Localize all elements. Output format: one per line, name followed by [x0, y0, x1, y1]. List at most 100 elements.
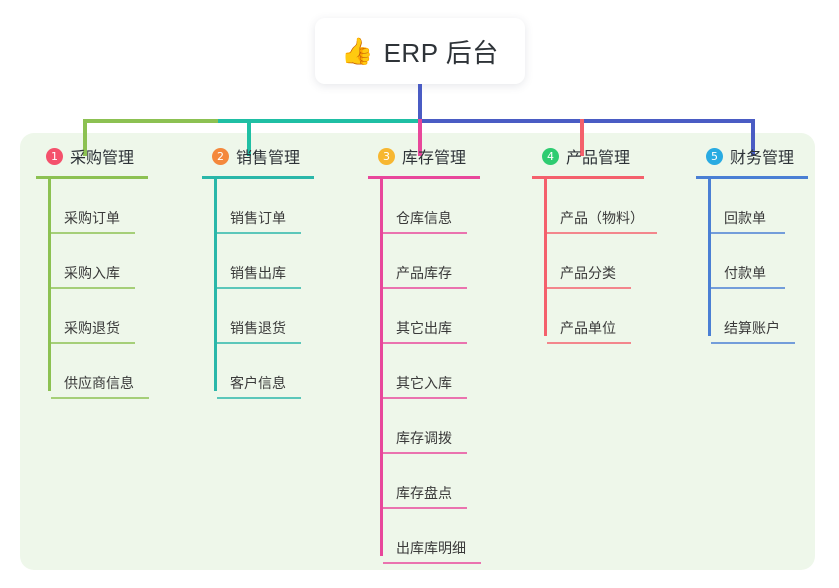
list-item-rule: [383, 342, 467, 344]
column-spine-finance: [708, 179, 711, 336]
list-item-label: 销售出库: [230, 265, 286, 281]
column-spine-purchase: [48, 179, 51, 391]
column-spine-inventory: [380, 179, 383, 556]
list-item-label: 客户信息: [230, 375, 286, 391]
list-item-rule: [51, 342, 135, 344]
column-title-inventory: 库存管理: [402, 150, 467, 167]
column-finance: 5 财务管理回款单付款单结算账户: [696, 143, 808, 344]
list-item[interactable]: 回款单: [708, 179, 808, 234]
column-title-sales: 销售管理: [236, 150, 301, 167]
column-rule-sales: [202, 176, 314, 179]
list-item-label: 库存调拨: [396, 430, 452, 446]
list-item-rule: [383, 562, 481, 564]
list-item[interactable]: 库存盘点: [380, 454, 481, 509]
column-title-purchase: 采购管理: [70, 150, 135, 167]
column-title-finance: 财务管理: [730, 150, 795, 167]
list-item[interactable]: 产品单位: [544, 289, 657, 344]
list-item[interactable]: 其它出库: [380, 289, 481, 344]
list-item-rule: [711, 287, 785, 289]
list-item-rule: [51, 397, 149, 399]
list-item-rule: [383, 452, 467, 454]
column-header-purchase[interactable]: 1 采购管理: [36, 143, 149, 169]
list-item-label: 产品单位: [560, 320, 616, 336]
drop-purchase: [83, 119, 87, 156]
column-product: 4 产品管理产品（物料） 产品分类产品单位: [532, 143, 657, 344]
column-badge-product: 4: [542, 147, 559, 165]
root-node-title: ERP 后台: [383, 37, 499, 68]
column-badge-sales: 2: [212, 147, 229, 165]
list-item[interactable]: 供应商信息: [48, 344, 149, 399]
list-item[interactable]: 产品（物料）: [544, 179, 657, 234]
drop-inventory: [418, 119, 422, 156]
segment-green: [83, 119, 218, 123]
column-header-product[interactable]: 4 产品管理: [532, 143, 657, 169]
column-items-sales: 销售订单销售出库销售退货客户信息: [214, 179, 314, 399]
list-item[interactable]: 产品库存: [380, 234, 481, 289]
column-items-purchase: 采购订单采购入库采购退货供应商信息: [48, 179, 149, 399]
list-item-rule: [547, 287, 631, 289]
drop-sales: [247, 119, 251, 156]
list-item-label: 付款单: [724, 265, 766, 281]
column-purchase: 1 采购管理采购订单采购入库采购退货供应商信息: [36, 143, 149, 399]
column-rule-finance: [696, 176, 808, 179]
segment-teal: [218, 119, 420, 123]
list-item[interactable]: 客户信息: [214, 344, 314, 399]
list-item[interactable]: 采购订单: [48, 179, 149, 234]
list-item-label: 采购订单: [64, 210, 120, 226]
list-item[interactable]: 采购入库: [48, 234, 149, 289]
column-header-inventory[interactable]: 3 库存管理: [368, 143, 481, 169]
root-node[interactable]: 👍 ERP 后台: [315, 18, 525, 84]
list-item[interactable]: 结算账户: [708, 289, 808, 344]
list-item[interactable]: 出库库明细: [380, 509, 481, 564]
list-item-label: 采购退货: [64, 320, 120, 336]
column-items-product: 产品（物料） 产品分类产品单位: [544, 179, 657, 344]
list-item-label: 销售订单: [230, 210, 286, 226]
list-item-rule: [217, 397, 301, 399]
list-item-label: 产品分类: [560, 265, 616, 281]
list-item-label: 库存盘点: [396, 485, 452, 501]
segment-blue: [420, 119, 754, 123]
column-spine-product: [544, 179, 547, 336]
list-item-rule: [217, 342, 301, 344]
list-item[interactable]: 付款单: [708, 234, 808, 289]
list-item[interactable]: 其它入库: [380, 344, 481, 399]
column-rule-purchase: [36, 176, 148, 179]
list-item[interactable]: 采购退货: [48, 289, 149, 344]
column-header-sales[interactable]: 2 销售管理: [202, 143, 314, 169]
thumbs-up-icon: 👍: [341, 36, 374, 66]
column-badge-purchase: 1: [46, 147, 63, 165]
column-title-product: 产品管理: [566, 150, 631, 167]
column-items-finance: 回款单付款单结算账户: [708, 179, 808, 344]
list-item-rule: [383, 507, 467, 509]
column-items-inventory: 仓库信息产品库存其它出库其它入库库存调拨库存盘点出库库明细: [380, 179, 481, 564]
list-item-label: 产品库存: [396, 265, 452, 281]
list-item-rule: [217, 287, 301, 289]
list-item-label: 仓库信息: [396, 210, 452, 226]
list-item-rule: [711, 232, 785, 234]
list-item[interactable]: 仓库信息: [380, 179, 481, 234]
list-item-label: 其它入库: [396, 375, 452, 391]
list-item[interactable]: 销售订单: [214, 179, 314, 234]
list-item-label: 出库库明细: [396, 540, 466, 556]
list-item-label: 结算账户: [724, 320, 780, 336]
list-item-rule: [51, 232, 135, 234]
column-badge-finance: 5: [706, 147, 723, 165]
list-item[interactable]: 销售出库: [214, 234, 314, 289]
column-rule-inventory: [368, 176, 480, 179]
list-item-rule: [51, 287, 135, 289]
list-item-label: 其它出库: [396, 320, 452, 336]
column-header-finance[interactable]: 5 财务管理: [696, 143, 808, 169]
root-stem-connector: [418, 84, 422, 122]
list-item-rule: [217, 232, 301, 234]
list-item[interactable]: 销售退货: [214, 289, 314, 344]
list-item-rule: [383, 287, 467, 289]
column-rule-product: [532, 176, 644, 179]
list-item-label: 产品（物料）: [560, 210, 644, 226]
column-badge-inventory: 3: [378, 147, 395, 165]
list-item[interactable]: 库存调拨: [380, 399, 481, 454]
list-item-label: 销售退货: [230, 320, 286, 336]
list-item[interactable]: 产品分类: [544, 234, 657, 289]
column-inventory: 3 库存管理仓库信息产品库存其它出库其它入库库存调拨库存盘点出库库明细: [368, 143, 481, 564]
list-item-label: 采购入库: [64, 265, 120, 281]
